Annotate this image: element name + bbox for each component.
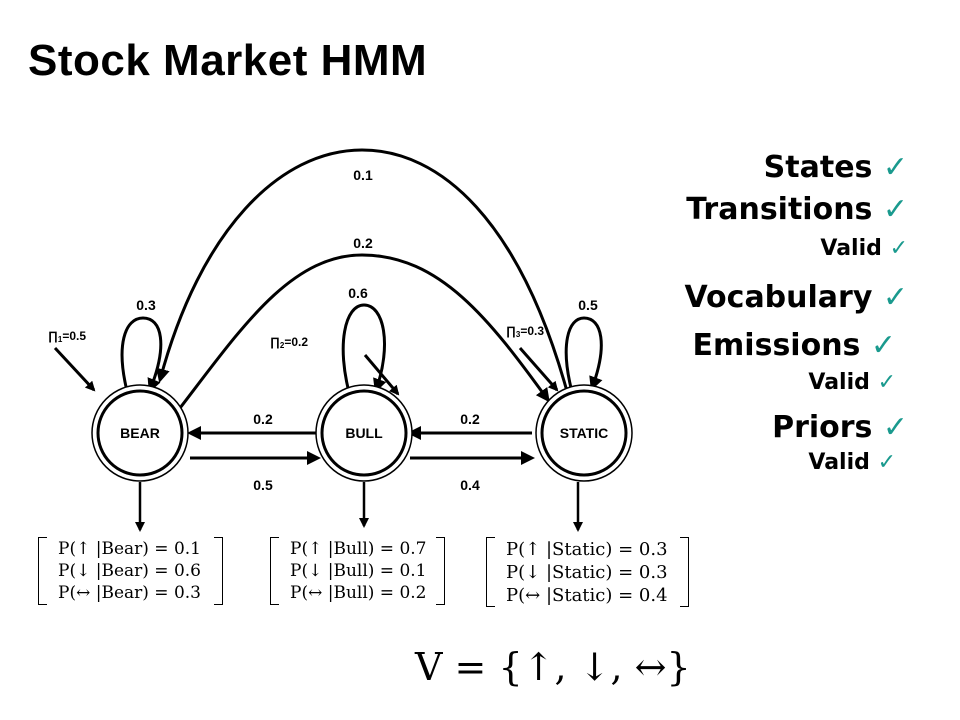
check-priors: Priors ✓ xyxy=(772,410,908,445)
emission-row: P(↓ |Static) = 0.3 xyxy=(506,562,668,583)
prior-label-bull: ∏2=0.2 xyxy=(270,335,308,350)
label-self-loop-static: 0.5 xyxy=(578,297,598,313)
check-icon: ✓ xyxy=(877,370,896,395)
self-loop-bull xyxy=(341,303,387,397)
label-bear-bull: 0.5 xyxy=(253,477,273,493)
emission-row: P(↔ |Bear) = 0.3 xyxy=(58,583,201,603)
transition-bear-static-inner xyxy=(178,253,550,409)
prior-arrow-static xyxy=(518,347,559,392)
transition-static-bear-outer xyxy=(156,148,570,396)
emission-row: P(↔ |Bull) = 0.2 xyxy=(290,583,427,603)
label-bull-static: 0.4 xyxy=(460,477,480,493)
self-loop-static xyxy=(564,316,603,393)
state-label-bull: BULL xyxy=(345,425,383,441)
check-emissions: Emissions ✓ xyxy=(693,328,896,363)
emission-row: P(↓ |Bear) = 0.6 xyxy=(58,561,201,581)
check-label-emissions: Emissions xyxy=(692,328,861,363)
check-label-valid: Valid xyxy=(820,236,882,261)
check-icon: ✓ xyxy=(882,410,908,445)
prior-label-static: ∏3=0.3 xyxy=(506,324,544,339)
label-bear-static-inner: 0.2 xyxy=(353,235,373,251)
check-icon: ✓ xyxy=(870,328,896,363)
check-states: States ✓ xyxy=(764,150,908,185)
label-self-loop-bear: 0.3 xyxy=(136,297,156,313)
state-label-bear: BEAR xyxy=(120,425,160,441)
check-icon: ✓ xyxy=(889,236,908,261)
check-transitions: Transitions ✓ xyxy=(686,192,908,227)
check-label-states: States xyxy=(763,150,873,185)
vocabulary-formula: V = {↑, ↓, ↔} xyxy=(415,645,691,689)
check-icon: ✓ xyxy=(877,450,896,475)
prior-arrow-bear xyxy=(53,346,96,392)
emission-row: P(↑ |Bear) = 0.1 xyxy=(58,539,201,559)
check-icon: ✓ xyxy=(882,280,908,315)
state-static: STATIC xyxy=(535,384,633,482)
check-emissions-valid: Valid ✓ xyxy=(808,370,896,395)
check-icon: ✓ xyxy=(882,192,908,227)
label-static-bull: 0.2 xyxy=(460,411,480,427)
state-bull: BULL xyxy=(315,384,413,482)
check-label-vocabulary: Vocabulary xyxy=(684,280,873,315)
check-vocabulary: Vocabulary ✓ xyxy=(684,280,908,315)
self-loop-bear xyxy=(120,316,163,396)
label-bull-bear: 0.2 xyxy=(253,411,273,427)
state-bear: BEAR xyxy=(91,384,189,482)
check-label-priors: Priors xyxy=(772,410,873,445)
emission-row: P(↓ |Bull) = 0.1 xyxy=(290,561,427,581)
check-label-transitions: Transitions xyxy=(686,192,873,227)
emission-row: P(↔ |Static) = 0.4 xyxy=(506,585,668,606)
page-title: Stock Market HMM xyxy=(28,36,428,85)
prior-label-bear: ∏1=0.5 xyxy=(48,329,86,344)
label-static-bear-outer: 0.1 xyxy=(353,167,373,183)
check-icon: ✓ xyxy=(882,150,908,185)
check-label-valid: Valid xyxy=(808,450,870,475)
label-self-loop-bull: 0.6 xyxy=(348,285,368,301)
check-label-valid: Valid xyxy=(808,370,870,395)
prior-arrow-bull xyxy=(363,354,400,396)
check-transitions-valid: Valid ✓ xyxy=(820,236,908,261)
state-label-static: STATIC xyxy=(560,425,608,441)
check-priors-valid: Valid ✓ xyxy=(808,450,896,475)
emission-row: P(↑ |Bull) = 0.7 xyxy=(290,539,427,559)
emission-row: P(↑ |Static) = 0.3 xyxy=(506,539,668,560)
